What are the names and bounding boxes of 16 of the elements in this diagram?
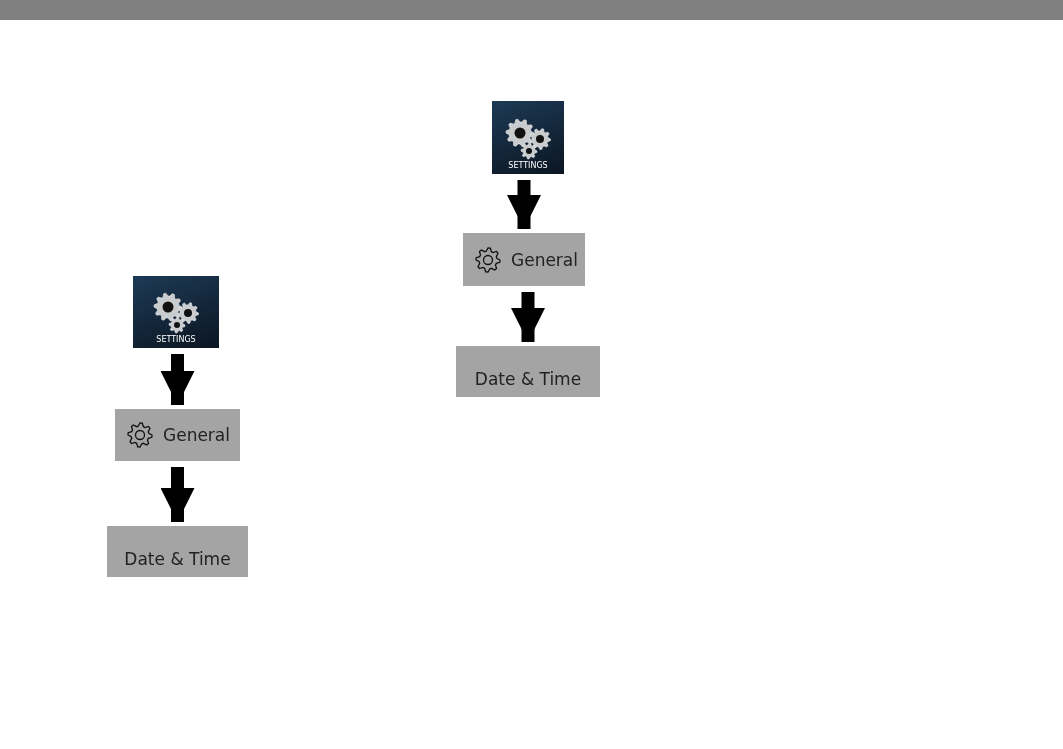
tile-label: SETTINGS — [156, 335, 196, 344]
settings-tile — [492, 101, 564, 174]
menu-item — [456, 346, 600, 397]
menu-label: General — [511, 249, 578, 270]
menu-item — [115, 409, 240, 461]
arrow — [160, 467, 195, 522]
arrow — [511, 292, 545, 342]
menu-item — [463, 233, 585, 286]
settings-tile — [133, 276, 219, 348]
menu-label: Date & Time — [124, 548, 231, 569]
arrow — [507, 180, 541, 229]
menu-label: General — [163, 425, 230, 445]
menu-item — [107, 526, 248, 577]
arrow — [160, 354, 195, 405]
tile-label: SETTINGS — [508, 161, 548, 170]
menu-label: Date & Time — [474, 368, 582, 389]
